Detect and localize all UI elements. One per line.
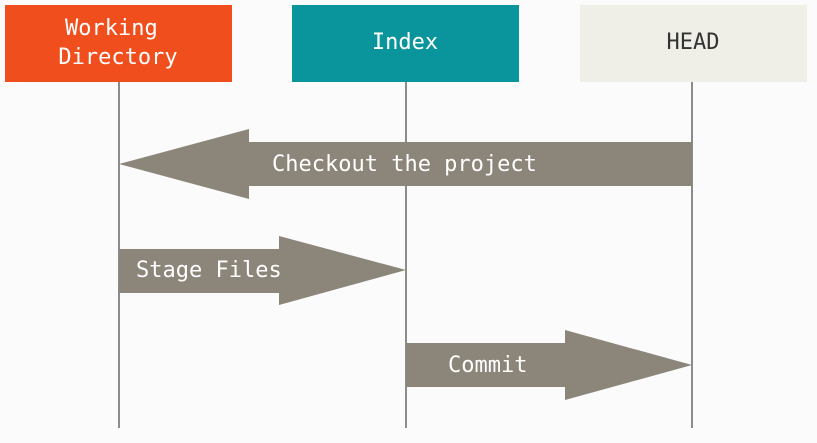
index-box: Index (292, 5, 519, 82)
index-label: Index (372, 30, 438, 55)
stage-files-arrow: Stage Files (119, 236, 406, 305)
working-directory-box: Working Directory (5, 5, 232, 82)
head-box-bg (580, 5, 807, 82)
stage-files-arrow-shape (119, 236, 406, 305)
index-box-bg (292, 5, 519, 82)
commit-arrow-label: Commit (448, 353, 527, 378)
checkout-arrow-shape (119, 129, 692, 199)
head-box: HEAD (580, 5, 807, 82)
checkout-arrow-label: Checkout the project (272, 152, 537, 177)
commit-arrow-shape (406, 330, 692, 400)
working-directory-label: Working Directory (58, 16, 177, 70)
stage-files-arrow-label: Stage Files (136, 258, 282, 283)
head-label: HEAD (667, 30, 720, 55)
commit-arrow: Commit (406, 330, 692, 400)
checkout-arrow: Checkout the project (119, 129, 692, 199)
working-directory-label-line1: Working (65, 16, 158, 41)
working-directory-label-line2: Directory (58, 45, 177, 70)
working-directory-box-bg (5, 5, 232, 82)
